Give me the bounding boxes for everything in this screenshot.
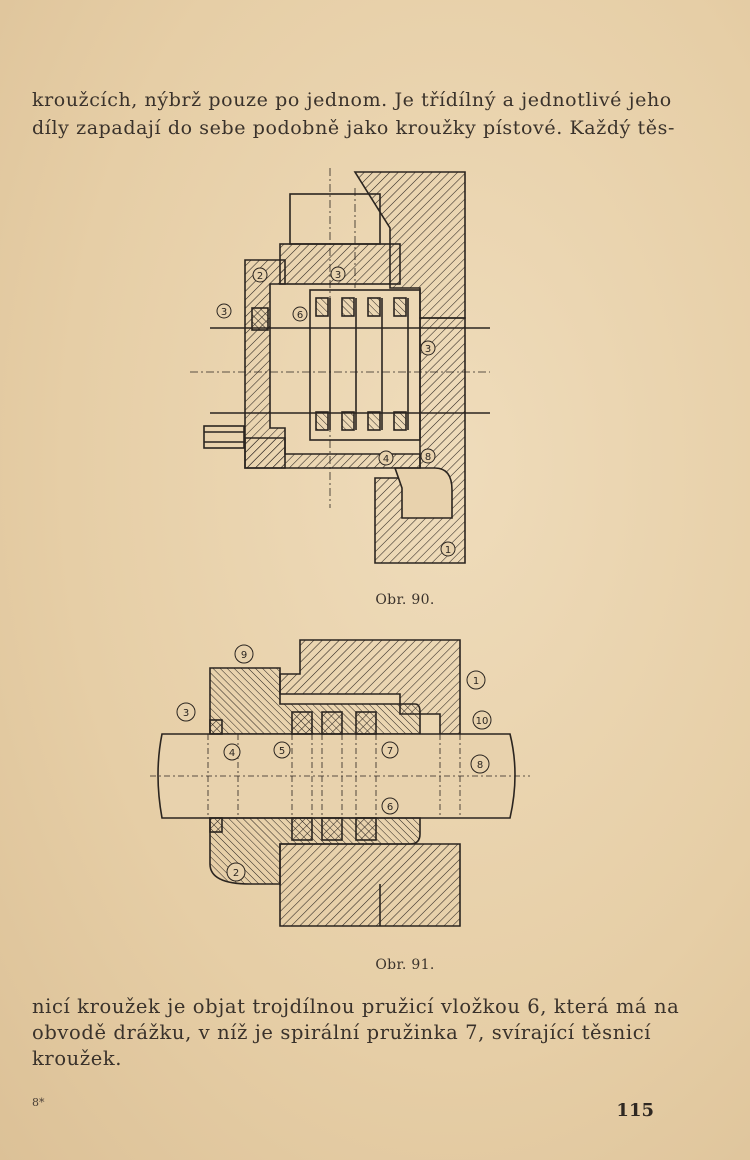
callout-label: 6 — [387, 802, 393, 813]
callout-label: 2 — [233, 868, 239, 879]
callout-label: 2 — [257, 271, 263, 282]
callout-label: 8 — [477, 760, 483, 771]
callout-label: 4 — [229, 748, 235, 759]
text-line: kroužek. — [32, 1047, 123, 1070]
callout-label: 1 — [445, 545, 451, 556]
figure-91-caption: Obr. 91. — [375, 957, 435, 973]
callout-label: 3 — [425, 344, 431, 355]
callout-label: 7 — [387, 746, 393, 757]
callout-label: 6 — [297, 310, 303, 321]
text-line: díly zapadají do sebe podobně jako krouž… — [32, 117, 676, 139]
paragraph-top: kroužcích, nýbrž pouze po jednom. Je tří… — [32, 86, 676, 142]
signature-mark: 8* — [32, 1096, 45, 1109]
callout-label: 8 — [425, 452, 431, 463]
text-line: obvodě drážku, v níž je spirální pružink… — [32, 1021, 652, 1044]
figure-90-drawing: 2 3 3 6 3 4 8 1 — [190, 168, 490, 564]
page-number: 115 — [616, 1100, 654, 1121]
figure-91-drawing: 9 1 3 10 4 5 7 8 6 2 — [150, 639, 530, 927]
callout-label: 5 — [279, 746, 285, 757]
text-line: kroužcích, nýbrž pouze po jednom. Je tří… — [32, 89, 672, 111]
callout-label: 9 — [241, 650, 247, 661]
callout-label: 1 — [473, 676, 479, 687]
callout-label: 3 — [221, 307, 227, 318]
callout-label: 4 — [383, 454, 389, 465]
callout-label: 10 — [476, 716, 489, 727]
figure-90-caption: Obr. 90. — [375, 592, 435, 608]
paragraph-bottom: nicí kroužek je objat trojdílnou pružicí… — [32, 994, 680, 1072]
callout-label: 3 — [335, 270, 341, 281]
text-line: nicí kroužek je objat trojdílnou pružicí… — [32, 995, 680, 1018]
callout-label: 3 — [183, 708, 189, 719]
